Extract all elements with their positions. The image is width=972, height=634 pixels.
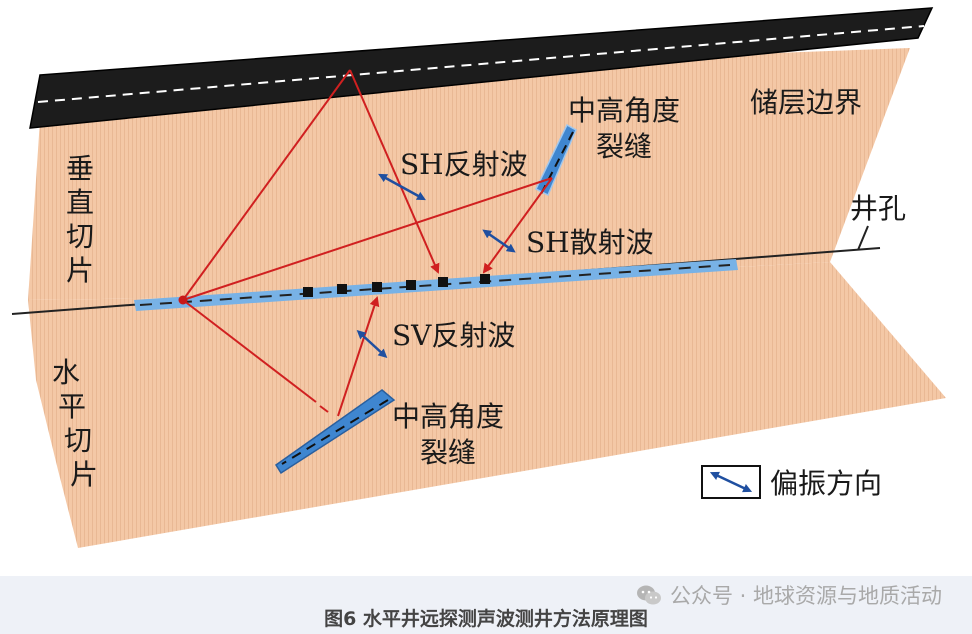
sv-reflection-label: SV反射波 [392, 319, 515, 352]
svg-text:中高角度: 中高角度 [568, 94, 680, 127]
receiver [337, 284, 347, 294]
receiver [372, 282, 382, 292]
reservoir-boundary-band [29, 7, 934, 129]
sh-reflection-label: SH反射波 [400, 148, 528, 181]
fracture-upper-label: 中高角度 裂缝 [568, 94, 680, 163]
svg-text:平: 平 [58, 390, 86, 423]
polarization-arrow-sh-scatter [482, 229, 516, 253]
horizontal-slice-plane [28, 262, 946, 548]
svg-text:水: 水 [52, 356, 80, 389]
svg-text:裂缝: 裂缝 [596, 130, 652, 163]
polarization-arrow-sv-reflection [356, 329, 388, 359]
vertical-slice-plane [28, 48, 910, 300]
fracture-lower [274, 389, 396, 475]
source-point [178, 295, 188, 305]
reservoir-boundary-label: 储层边界 [750, 86, 862, 119]
fracture-lower-label: 中高角度 裂缝 [392, 400, 504, 469]
method-diagram: 偏振方向 储层边界 垂 直 切 片 水 平 切 片 井孔 SH反射波 SH散射波… [11, 7, 946, 548]
legend-label: 偏振方向 [770, 467, 882, 500]
svg-text:裂缝: 裂缝 [420, 436, 476, 469]
receiver [480, 274, 490, 284]
vertical-slice-label: 垂 直 切 片 [66, 152, 94, 287]
legend: 偏振方向 [701, 465, 882, 500]
receiver [438, 277, 448, 287]
borehole-leader-line [857, 225, 869, 251]
watermark: 公众号 · 地球资源与地质活动 [636, 580, 942, 610]
polarization-arrow-sh-reflection [378, 173, 426, 201]
svg-text:切: 切 [64, 424, 92, 457]
wechat-icon [636, 585, 661, 605]
svg-text:切: 切 [66, 220, 94, 253]
receiver [406, 280, 416, 290]
polarization-arrows [356, 173, 516, 359]
svg-text:中高角度: 中高角度 [392, 400, 504, 433]
watermark-text: 公众号 · 地球资源与地质活动 [669, 584, 942, 608]
ray-paths [182, 69, 553, 417]
figure-caption: 图6 水平井远探测声波测井方法原理图 [324, 608, 648, 630]
svg-text:片: 片 [70, 458, 98, 491]
svg-text:片: 片 [66, 254, 94, 287]
receiver [303, 287, 313, 297]
svg-text:直: 直 [66, 186, 94, 219]
svg-text:垂: 垂 [66, 152, 94, 185]
borehole-label: 井孔 [850, 192, 906, 225]
sh-scatter-label: SH散射波 [526, 226, 654, 259]
horizontal-slice-label: 水 平 切 片 [52, 356, 98, 491]
caption-bar [0, 576, 972, 634]
logging-tool [134, 259, 738, 311]
